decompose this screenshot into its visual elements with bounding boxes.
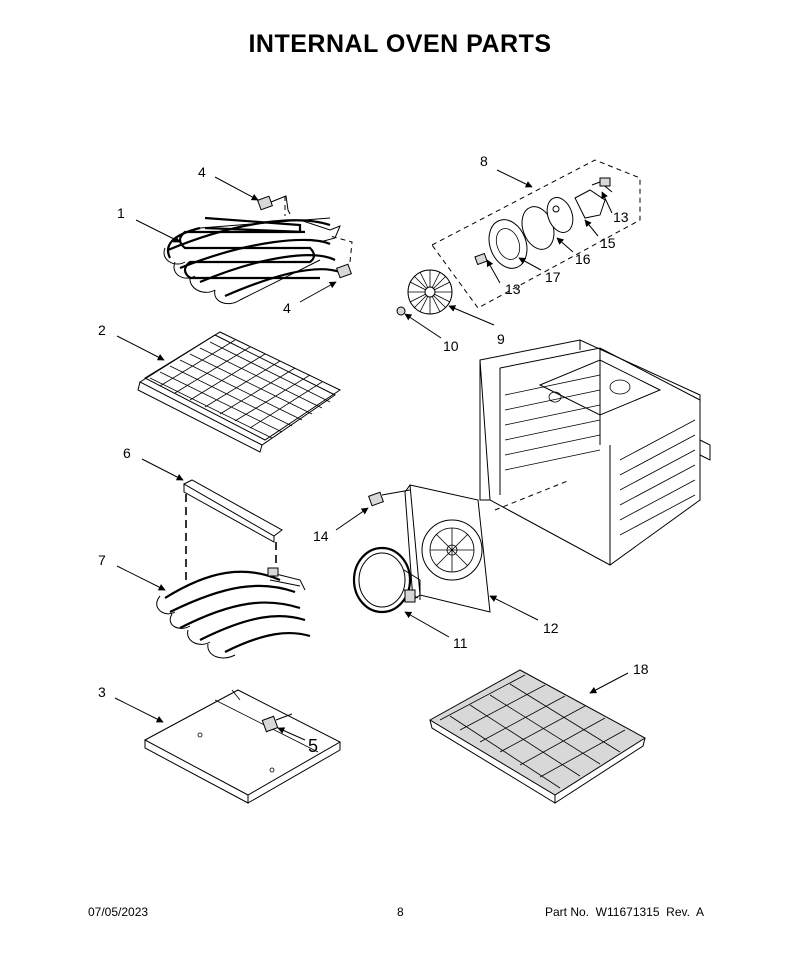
callout-17: 17 bbox=[545, 269, 561, 285]
bottom-cover-part-3 bbox=[143, 689, 342, 804]
callout-9: 9 bbox=[497, 331, 505, 347]
callout-14: 14 bbox=[313, 528, 329, 544]
screw-part-14 bbox=[368, 489, 411, 507]
callout-leaders bbox=[114, 169, 629, 741]
bake-element-part-7 bbox=[156, 567, 311, 659]
oven-rack-part-2 bbox=[137, 331, 342, 453]
broil-element-part-1 bbox=[163, 216, 341, 305]
page-title: INTERNAL OVEN PARTS bbox=[248, 30, 552, 58]
air-fry-basket-part-18 bbox=[429, 669, 646, 804]
callout-1: 1 bbox=[117, 205, 125, 221]
callout-4-top: 4 bbox=[198, 164, 206, 180]
callout-13-right: 13 bbox=[613, 209, 629, 225]
callout-3: 3 bbox=[98, 684, 106, 700]
callout-11: 11 bbox=[453, 635, 468, 651]
callout-16: 16 bbox=[575, 251, 591, 267]
footer-page-number: 8 bbox=[397, 905, 404, 919]
callout-7: 7 bbox=[98, 552, 106, 568]
convection-element-part-11 bbox=[352, 546, 421, 614]
convection-assembly-part-8 bbox=[431, 159, 641, 309]
callout-18: 18 bbox=[633, 661, 649, 677]
callout-10: 10 bbox=[443, 338, 459, 354]
footer-part-number: Part No. W11671315 Rev. A bbox=[545, 905, 704, 919]
callout-5: 5 bbox=[308, 736, 318, 756]
rear-panel-part-12 bbox=[404, 484, 491, 613]
screw-part-5 bbox=[261, 713, 293, 733]
callout-15: 15 bbox=[600, 235, 616, 251]
screw-part-4-bottom bbox=[329, 235, 353, 279]
callout-2: 2 bbox=[98, 322, 106, 338]
fan-blade-part-9 bbox=[396, 269, 453, 316]
footer-date: 07/05/2023 bbox=[88, 905, 149, 919]
callout-8: 8 bbox=[480, 153, 488, 169]
screw-part-4-top bbox=[257, 195, 291, 216]
callout-6: 6 bbox=[123, 445, 131, 461]
callout-13-left: 13 bbox=[505, 281, 521, 297]
callout-12: 12 bbox=[543, 620, 559, 636]
callout-4-bottom: 4 bbox=[283, 300, 291, 316]
oven-cavity bbox=[479, 339, 711, 566]
element-cover-part-6 bbox=[182, 479, 283, 580]
